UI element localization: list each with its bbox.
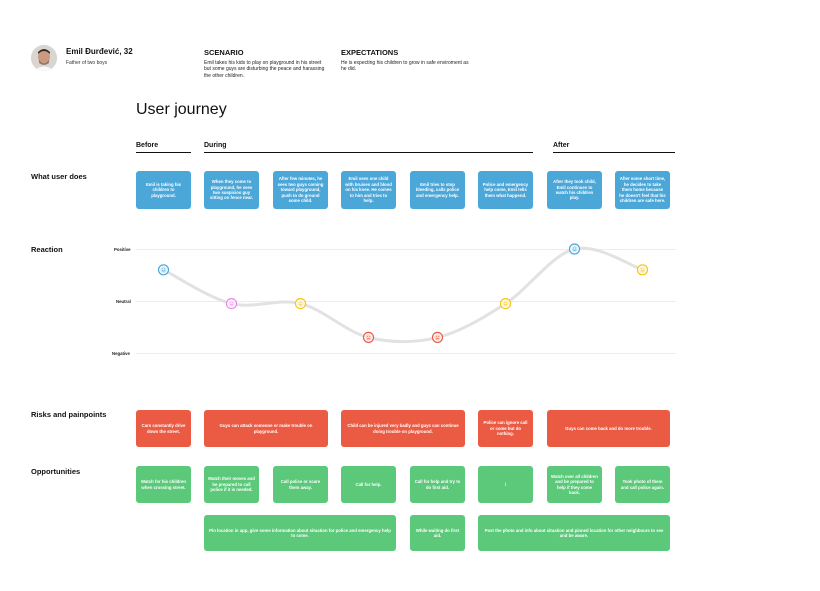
neutral-face-icon <box>499 298 512 310</box>
opportunity-card: Call for help and try to do first aid. <box>410 466 465 503</box>
grid-line-positive <box>136 249 676 250</box>
action-card: Emil tries to stop bleeding, calls polic… <box>410 171 465 209</box>
scenario-heading: SCENARIO <box>204 48 244 57</box>
opportunity-card: Call for help. <box>341 466 396 503</box>
avatar <box>31 45 57 71</box>
row-label-opportunities: Opportunities <box>31 467 81 476</box>
risk-card: Cars constantly drive down the street. <box>136 410 191 447</box>
risk-card: Child can be injured very badly and guys… <box>341 410 465 447</box>
grid-line-negative <box>136 353 676 354</box>
risk-card: Police can ignore call or come but do no… <box>478 410 533 447</box>
grid-line-neutral <box>136 301 676 302</box>
opportunity-card: Watch their moves and be prepared to cal… <box>204 466 259 503</box>
scenario-text: Emil takes his kids to play on playgroun… <box>204 60 325 79</box>
opportunity-card: Watch for his children when crossing str… <box>136 466 191 503</box>
sad-face-icon <box>431 331 444 343</box>
neutral-face-icon <box>294 298 307 310</box>
neutral-face-icon <box>225 298 238 310</box>
row-label-does: What user does <box>31 172 87 181</box>
opportunity-card-wide: Pin location in app, give some informati… <box>204 515 396 551</box>
happy-face-icon <box>157 264 170 276</box>
risk-card: Guys can attack someone or make trouble … <box>204 410 328 447</box>
opportunity-card: Took photo of them and call police again… <box>615 466 670 503</box>
row-label-risks: Risks and painpoints <box>31 410 107 419</box>
sad-face-icon <box>362 331 375 343</box>
persona-role: Father of two boys <box>66 60 108 66</box>
persona-name: Emil Đurđević, 32 <box>66 47 133 56</box>
axis-label-positive: Positive <box>114 247 131 252</box>
axis-label-neutral: Neutral <box>116 299 131 304</box>
expectations-heading: EXPECTATIONS <box>341 48 399 57</box>
opportunity-card: Watch over all children and be prepared … <box>547 466 602 503</box>
phase-during-line <box>204 152 533 153</box>
axis-label-negative: Negative <box>112 351 130 356</box>
action-card: After some short time, he decides to tak… <box>615 171 670 209</box>
opportunity-card: Call police or scare them away. <box>273 466 328 503</box>
action-card: Emil sees one child with bruises and blo… <box>341 171 396 209</box>
page-title: User journey <box>136 101 227 118</box>
action-card: Police and emergency help come, Emil tel… <box>478 171 533 209</box>
opportunity-card-wide: Post the photo and info about situation … <box>478 515 670 551</box>
risk-card: Guys can come back and do more trouble. <box>547 410 670 447</box>
happy-face-icon <box>568 243 581 255</box>
action-card: Emil is taking his children to playgroun… <box>136 171 191 209</box>
opportunity-card: / <box>478 466 533 503</box>
happy-face-icon <box>636 264 649 276</box>
reaction-curve <box>162 246 644 344</box>
phase-before: Before <box>136 142 159 149</box>
phase-during: During <box>204 142 227 149</box>
opportunity-card-wide: While waiting do first aid. <box>410 515 465 551</box>
action-card: After few minutes, he sees two guys comi… <box>273 171 328 209</box>
action-card: When they come to playground, he sees tw… <box>204 171 259 209</box>
action-card: After they took child, Emil continues to… <box>547 171 602 209</box>
phase-after: After <box>553 142 570 149</box>
phase-before-line <box>136 152 191 153</box>
row-label-reaction: Reaction <box>31 245 63 254</box>
phase-after-line <box>553 152 675 153</box>
expectations-text: He is expecting his children to grow in … <box>341 60 469 73</box>
